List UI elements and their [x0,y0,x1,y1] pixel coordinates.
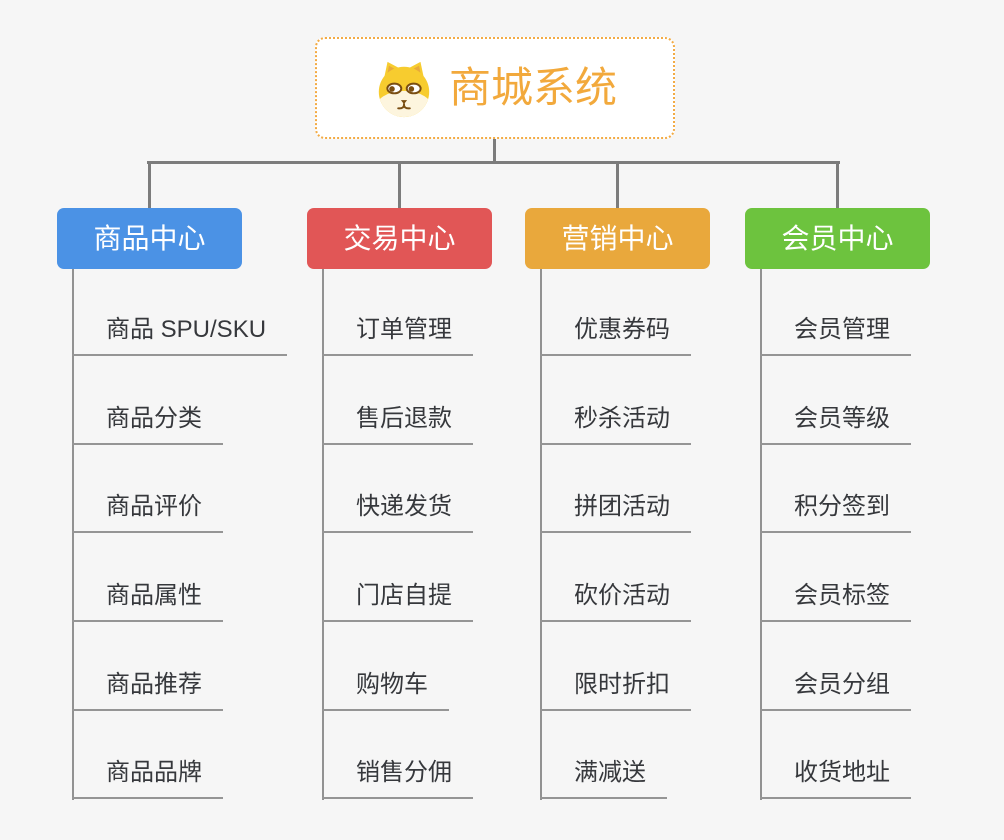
root-node[interactable]: 商城系统 [315,37,675,139]
branch-spine-line [322,269,324,800]
leaf-item[interactable]: 会员标签 [760,578,911,622]
root-label: 商城系统 [448,64,617,111]
leaf-item[interactable]: 商品 SPU/SKU [72,312,288,356]
leaf-item[interactable]: 积分签到 [760,489,911,533]
leaf-item[interactable]: 砍价活动 [540,578,691,622]
connector-horizontal-bar [147,161,840,164]
branch-node[interactable]: 营销中心 [525,208,710,269]
connector-drop [616,161,619,209]
leaf-item[interactable]: 会员等级 [760,401,911,445]
leaf-item[interactable]: 销售分佣 [322,755,473,799]
branch-label: 交易中心 [343,222,456,254]
leaf-item[interactable]: 售后退款 [322,401,473,445]
leaf-item[interactable]: 秒杀活动 [540,401,691,445]
connector-drop [398,161,401,209]
leaf-item[interactable]: 快递发货 [322,489,473,533]
branch-spine-line [540,269,542,800]
connector-drop [148,161,151,209]
connector-drop [836,161,839,209]
leaf-item[interactable]: 商品评价 [72,489,223,533]
leaf-item[interactable]: 拼团活动 [540,489,691,533]
branch-label: 商品中心 [93,222,206,254]
branch-spine-line [760,269,762,800]
leaf-item[interactable]: 会员分组 [760,667,911,711]
leaf-item[interactable]: 满减送 [540,755,667,799]
connector-trunk [493,139,496,164]
branch-label: 营销中心 [561,222,674,254]
leaf-item[interactable]: 收货地址 [760,755,911,799]
leaf-item[interactable]: 商品分类 [72,401,223,445]
branch-node[interactable]: 交易中心 [307,208,492,269]
leaf-item[interactable]: 订单管理 [322,312,473,356]
leaf-item[interactable]: 购物车 [322,667,449,711]
leaf-item[interactable]: 优惠券码 [540,312,691,356]
leaf-item[interactable]: 商品品牌 [72,755,223,799]
leaf-item[interactable]: 限时折扣 [540,667,691,711]
branch-spine-line [72,269,74,800]
branch-node[interactable]: 商品中心 [57,208,242,269]
branch-label: 会员中心 [781,222,894,254]
leaf-item[interactable]: 商品属性 [72,578,223,622]
leaf-item[interactable]: 门店自提 [322,578,473,622]
leaf-item[interactable]: 商品推荐 [72,667,223,711]
branch-node[interactable]: 会员中心 [745,208,930,269]
dog-face-icon [378,61,430,118]
leaf-item[interactable]: 会员管理 [760,312,911,356]
